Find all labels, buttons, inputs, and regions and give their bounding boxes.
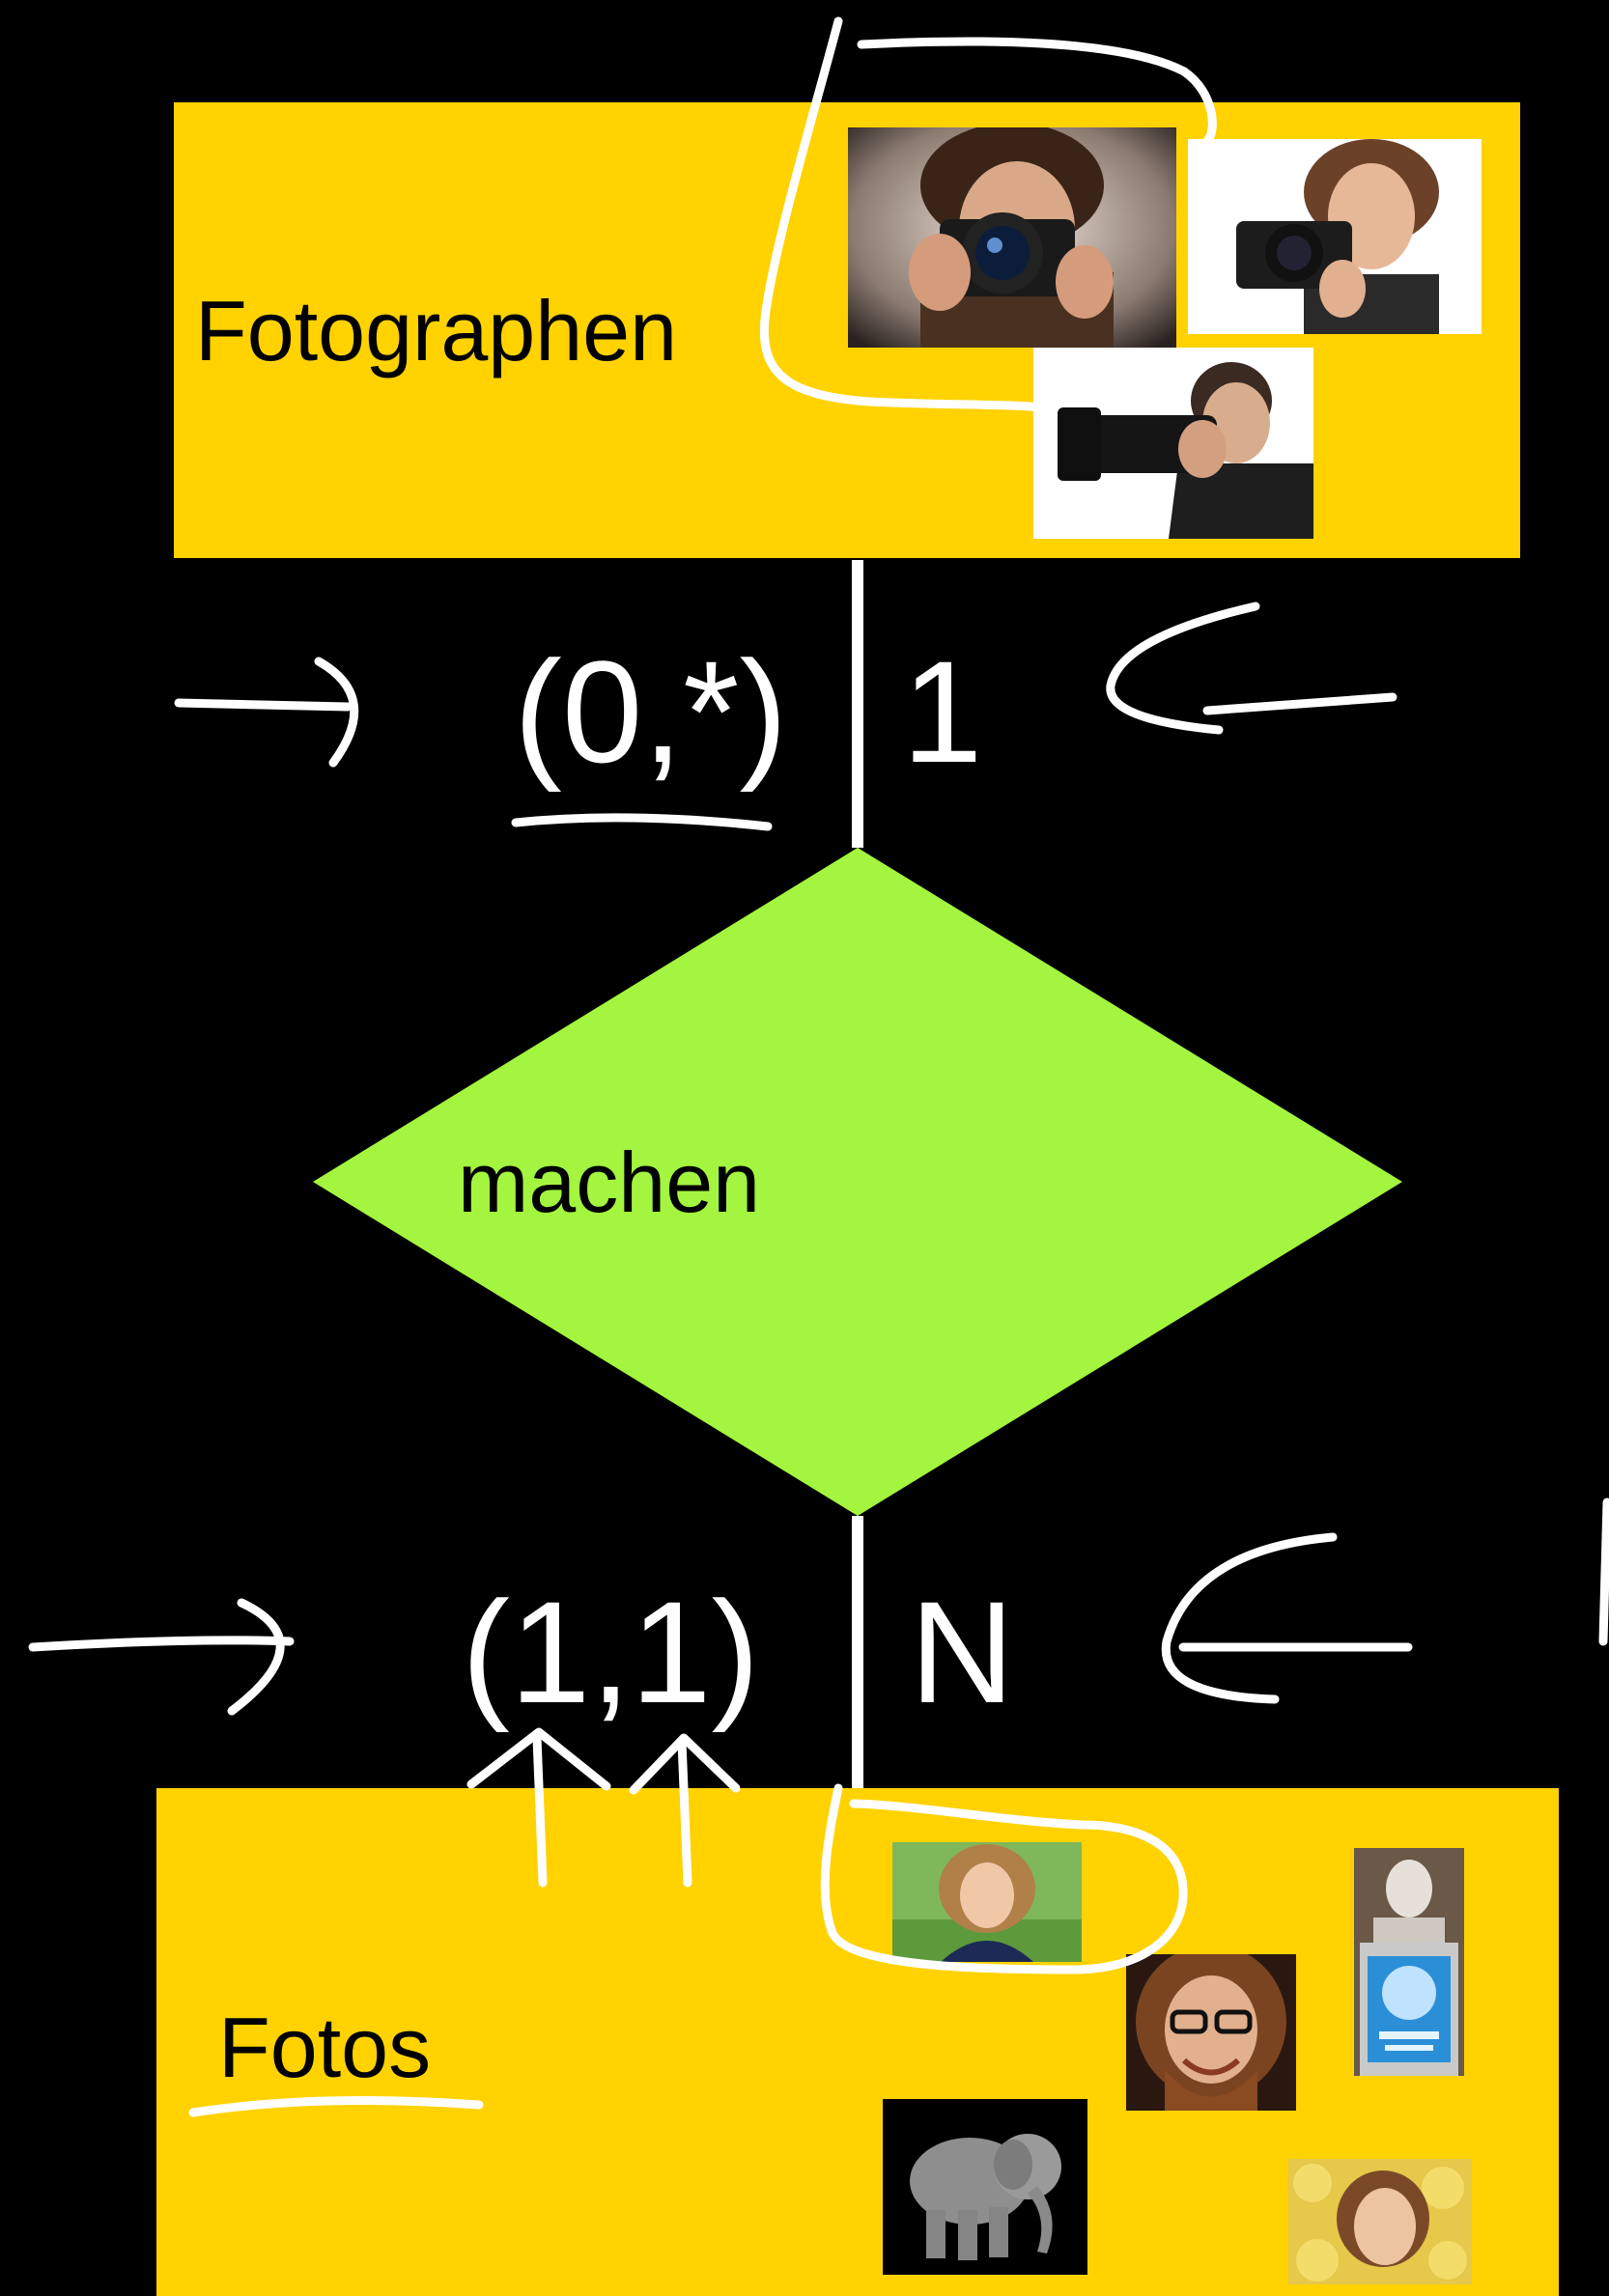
- arrow-right-bottom-icon: [28, 1598, 295, 1716]
- cardinality-top-chen: 1: [902, 630, 983, 793]
- girl-portrait-photo: [892, 1842, 1082, 1962]
- cardinality-top-minmax: (0,*): [514, 630, 788, 793]
- entity-fotographen-label: Fotographen: [195, 283, 678, 378]
- photographer-woman-camera-photo: [1188, 139, 1482, 334]
- arrow-left-bottom-icon: [1161, 1532, 1413, 1704]
- photographer-man-camera-photo: [848, 127, 1176, 348]
- arrow-right-top-icon: [174, 657, 359, 768]
- edge-mark-stroke: [1598, 1498, 1609, 1646]
- cardinality-bottom-chen: N: [910, 1571, 1015, 1733]
- woman-flowers-photo: [1288, 2159, 1472, 2284]
- entity-fotos[interactable]: Fotos: [156, 1788, 1559, 2296]
- elephant-photo: [883, 2099, 1087, 2275]
- poster-person-photo: [1354, 1848, 1464, 2076]
- entity-fotos-label: Fotos: [218, 2000, 432, 2095]
- underline-0-star-stroke: [511, 813, 773, 831]
- arrow-left-top-icon: [1106, 602, 1397, 735]
- entity-fotographen[interactable]: Fotographen: [174, 102, 1520, 558]
- relationship-label: machen: [458, 1134, 761, 1230]
- photographer-telephoto-photo: [1033, 348, 1313, 539]
- bearded-man-portrait-photo: [1126, 1954, 1296, 2111]
- cardinality-bottom-minmax: (1,1): [462, 1571, 760, 1733]
